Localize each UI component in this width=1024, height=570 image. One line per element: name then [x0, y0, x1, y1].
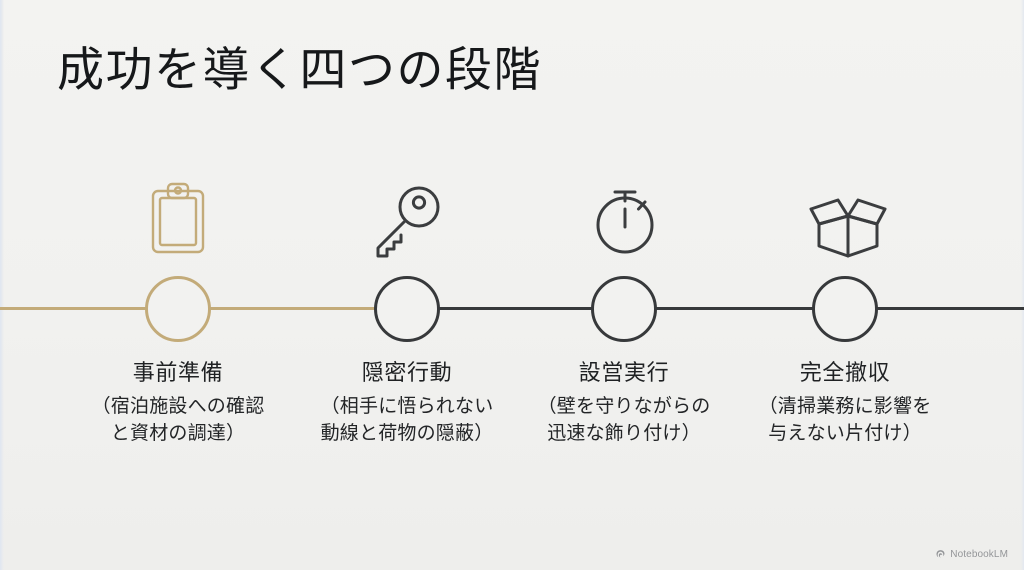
- step-1-detail-line1: （宿泊施設への確認: [91, 395, 265, 417]
- timeline-node-3[interactable]: [591, 276, 657, 342]
- key-icon: [364, 178, 450, 264]
- step-1-detail: （宿泊施設への確認 と資材の調達）: [63, 394, 293, 448]
- step-4-label: 完全撤収: [799, 360, 891, 385]
- stopwatch-icon: [585, 178, 671, 264]
- step-4-detail-line1: （清掃業務に影響を: [758, 395, 932, 417]
- timeline-node-2[interactable]: [374, 276, 440, 342]
- step-4-detail-line2: 与えない片付け）: [768, 422, 922, 444]
- open-box-icon: [805, 178, 891, 264]
- step-1-label: 事前準備: [132, 360, 224, 385]
- notebooklm-watermark-label: NotebookLM: [950, 549, 1008, 560]
- timeline-step-2: 隠密行動 （相手に悟られない 動線と荷物の隠蔽）: [292, 360, 522, 448]
- step-1-detail-line2: と資材の調達）: [110, 422, 246, 444]
- notebooklm-watermark: NotebookLM: [935, 549, 1008, 560]
- timeline-step-1: 事前準備 （宿泊施設への確認 と資材の調達）: [63, 360, 293, 448]
- timeline-step-4: 完全撤収 （清掃業務に影響を 与えない片付け）: [730, 360, 960, 448]
- step-2-label: 隠密行動: [361, 360, 453, 385]
- notebooklm-logo-icon: [936, 550, 945, 558]
- step-3-detail: （壁を守りながらの 迅速な飾り付け）: [509, 394, 739, 448]
- timeline-node-4[interactable]: [812, 276, 878, 342]
- page-title: 成功を導く四つの段階: [57, 45, 542, 97]
- step-3-label: 設営実行: [578, 360, 670, 385]
- step-3-detail-line1: （壁を守りながらの: [537, 395, 711, 417]
- step-2-detail-line1: （相手に悟られない: [320, 395, 494, 417]
- timeline-step-3: 設営実行 （壁を守りながらの 迅速な飾り付け）: [509, 360, 739, 448]
- timeline-node-1[interactable]: [145, 276, 211, 342]
- timeline-rail-remaining: [404, 307, 1024, 310]
- step-2-detail: （相手に悟られない 動線と荷物の隠蔽）: [292, 394, 522, 448]
- step-3-detail-line2: 迅速な飾り付け）: [547, 422, 701, 444]
- step-4-detail: （清掃業務に影響を 与えない片付け）: [730, 394, 960, 448]
- clipboard-icon: [135, 178, 221, 264]
- step-2-detail-line2: 動線と荷物の隠蔽）: [320, 422, 494, 444]
